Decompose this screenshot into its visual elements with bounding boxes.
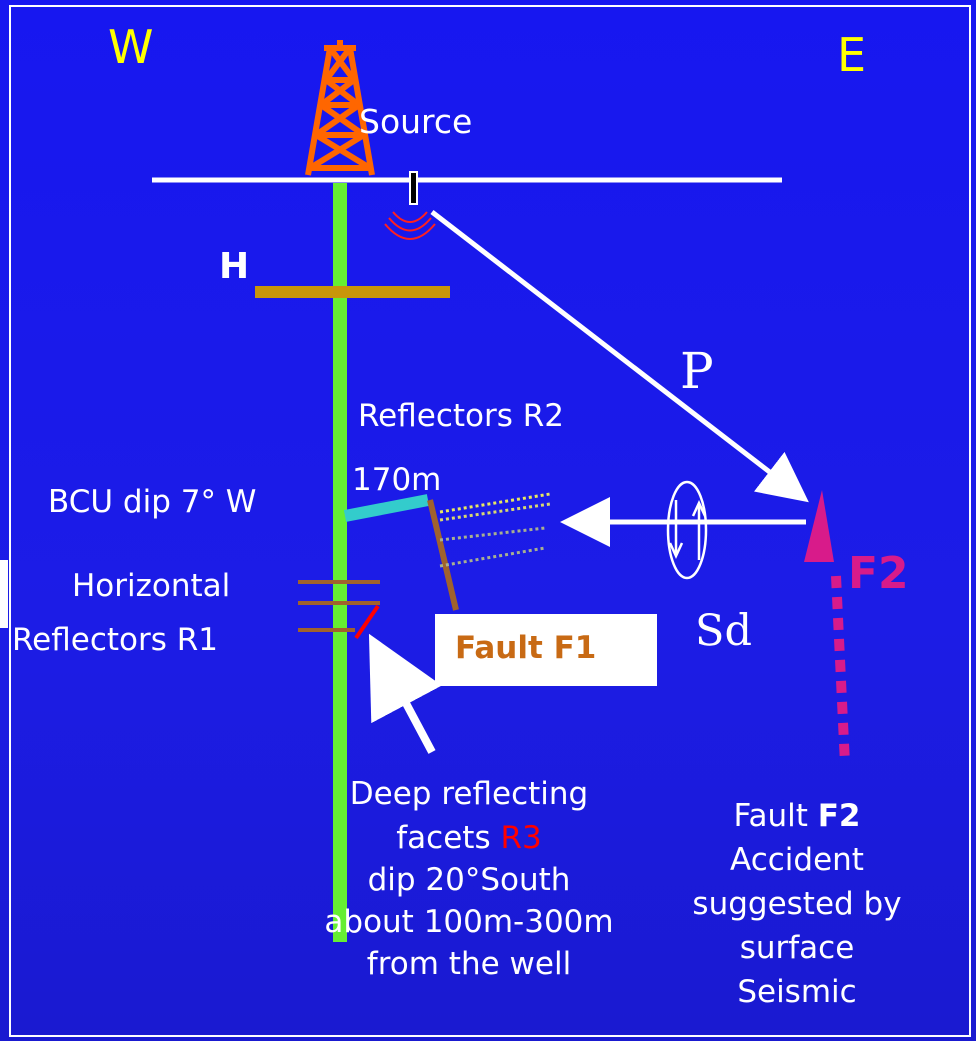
distance-label: 170m	[352, 462, 442, 498]
f2-label: F2	[848, 548, 909, 599]
source-wave-icon	[384, 171, 436, 240]
r3-pointer-arrow	[368, 633, 442, 754]
f2-arrowhead-icon	[804, 490, 834, 562]
reflectors-r1-lines	[298, 580, 380, 632]
horizon-h-label: H	[219, 246, 250, 287]
fault-f2-tag: F2	[817, 798, 861, 834]
bcu-label: BCU dip 7° W	[48, 484, 257, 520]
deep-facets-line4: about 100m-300m	[324, 904, 614, 940]
fault-f2-note-line5: Seismic	[737, 974, 857, 1010]
p-wave-arrow	[430, 210, 809, 503]
bcu-reflector	[343, 494, 430, 522]
deep-facets-line2: facets R3	[396, 820, 541, 856]
r3-tag: R3	[500, 820, 542, 856]
border-frame	[9, 5, 971, 1037]
reflectors-r1-label: Reflectors R1	[12, 622, 218, 658]
deep-facets-line5: from the well	[366, 946, 572, 982]
reflectors-r2-lines	[439, 492, 551, 568]
edge-marker	[0, 560, 8, 628]
horizontal-label: Horizontal	[72, 568, 231, 604]
drilling-derrick-icon	[305, 40, 375, 176]
fault-f2-note-line2: Accident	[730, 842, 864, 878]
fault-f2-line	[831, 575, 850, 765]
s-wave-label: Sd	[695, 606, 752, 656]
fault-f2-prefix: Fault	[733, 798, 818, 834]
compass-east: E	[837, 28, 867, 82]
deep-facets-line3: dip 20°South	[367, 862, 571, 898]
deep-facets-line1: Deep reflecting	[349, 776, 589, 812]
p-wave-label: P	[680, 342, 714, 400]
r3-facet	[354, 604, 380, 640]
fault-f2-note-line4: surface	[739, 930, 855, 966]
fault-f2-note-line3: suggested by	[692, 886, 902, 922]
polarization-rotation-icon	[666, 480, 708, 580]
compass-west: W	[108, 20, 154, 74]
fault-f1-line	[427, 499, 459, 611]
deep-facets-prefix: facets	[396, 820, 501, 856]
fault-f1-label: Fault F1	[455, 630, 597, 666]
fault-f1-label-box: Fault F1	[435, 614, 657, 686]
fault-f2-note-line1: Fault F2	[733, 798, 860, 834]
source-label: Source	[359, 102, 473, 141]
reflectors-r2-label: Reflectors R2	[358, 398, 564, 434]
